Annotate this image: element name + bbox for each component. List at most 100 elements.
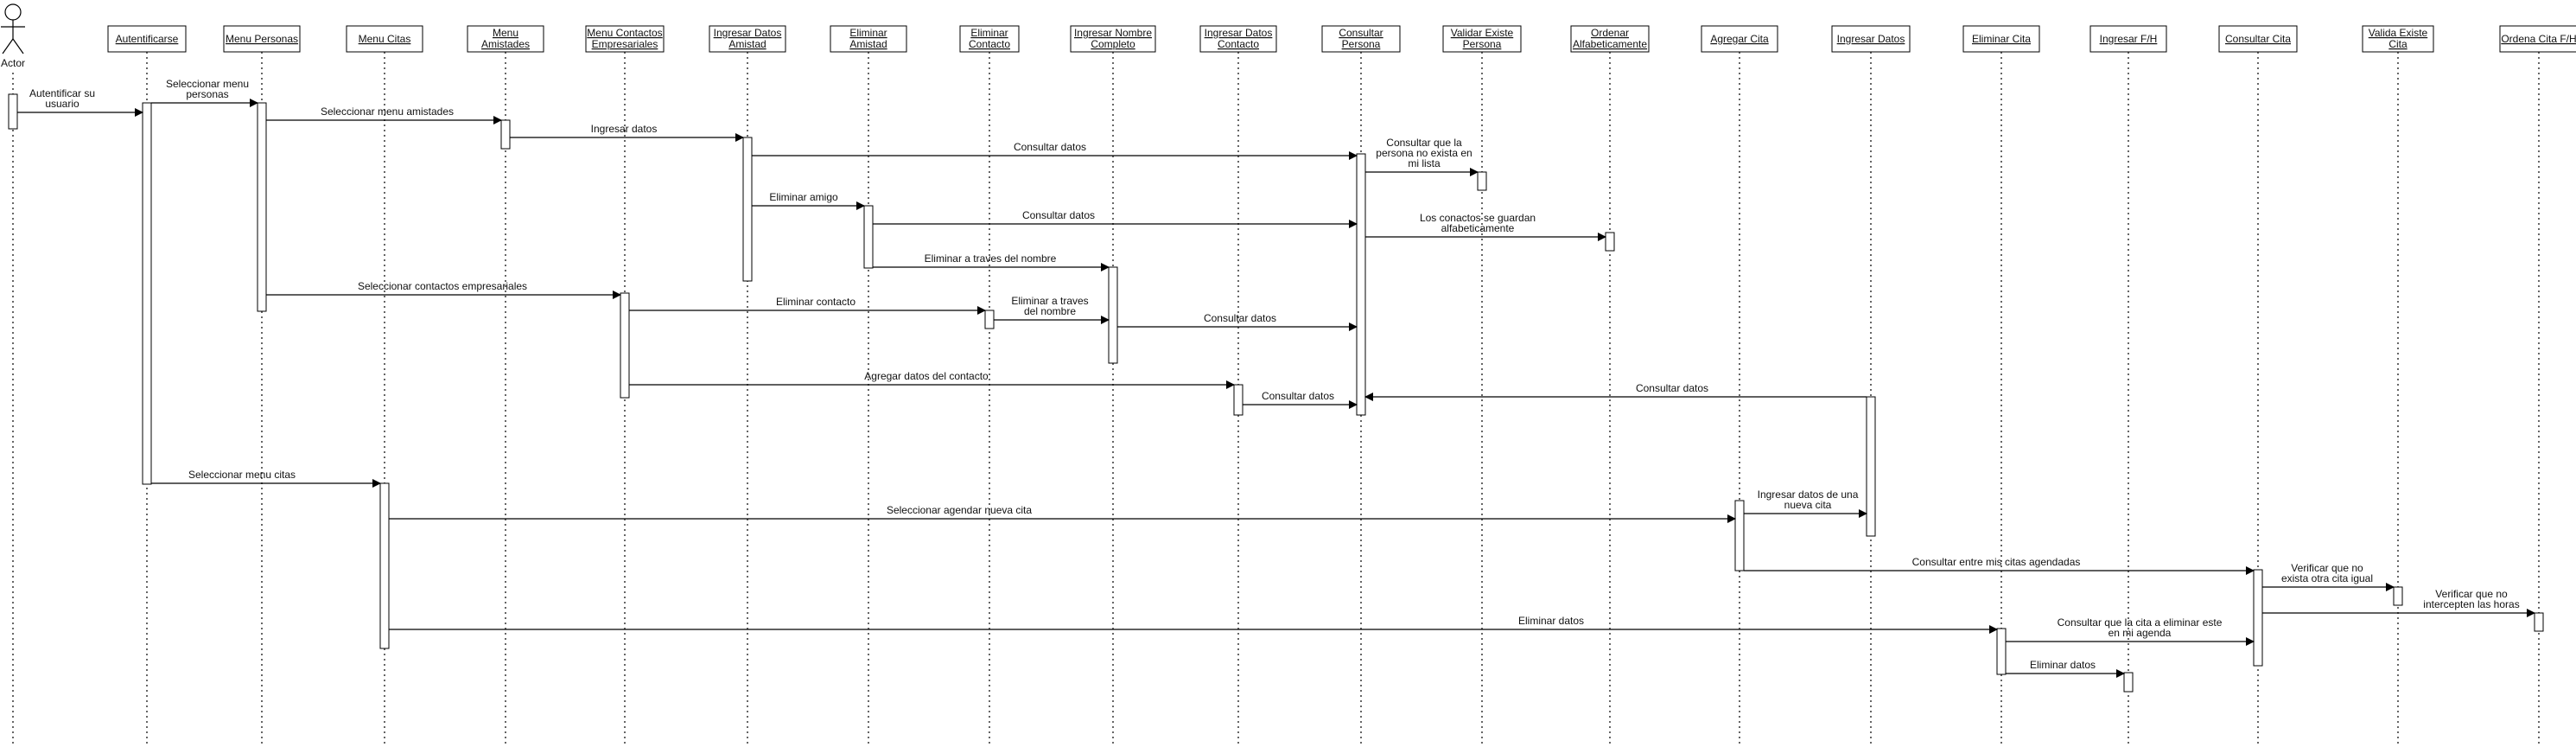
activation-bar xyxy=(984,310,995,329)
message-label: Verificar que no xyxy=(2435,588,2508,600)
message-label: Seleccionar agendar nueva cita xyxy=(887,504,1032,516)
activation-bar xyxy=(1866,396,1876,537)
participant-box xyxy=(2089,25,2167,53)
participant-box xyxy=(346,25,423,53)
participant-box xyxy=(1070,25,1156,53)
message-8: Consultar datos xyxy=(873,209,1358,228)
message-26: Eliminar datos xyxy=(2006,659,2125,678)
message-label: Autentificar su xyxy=(29,87,95,99)
message-label: Verificar que no xyxy=(2291,562,2363,574)
participant-label: Menu xyxy=(493,27,518,39)
participant-autenticarse: Autentificarse xyxy=(107,25,187,53)
participant-box xyxy=(107,25,187,53)
message-label: Ingresar datos de una xyxy=(1758,488,1859,501)
activation-bar xyxy=(379,482,390,649)
participant-menu-citas: Menu Citas xyxy=(346,25,423,53)
participant-label: Alfabeticamente xyxy=(1573,38,1647,50)
participant-label: Menu Citas xyxy=(359,33,411,45)
participant-label: Menu Personas xyxy=(226,33,298,45)
message-4: Ingresar datos xyxy=(510,123,744,142)
participant-box xyxy=(2218,25,2298,53)
participant-ingresar-fh: Ingresar F/H xyxy=(2089,25,2167,53)
message-label: Seleccionar menu amistades xyxy=(321,105,454,118)
participant-label: Valida Existe xyxy=(2369,27,2428,39)
message-21: Consultar entre mis citas agendadas xyxy=(1744,556,2255,575)
message-label: usuario xyxy=(45,98,80,110)
activation-bar xyxy=(1477,171,1487,191)
participant-label: Completo xyxy=(1091,38,1135,50)
message-11: Seleccionar contactos empresariales xyxy=(266,280,621,299)
message-label: Consultar datos xyxy=(1262,390,1334,402)
participant-eliminar-cita: Eliminar Cita xyxy=(1962,25,2040,53)
activation-bar xyxy=(2534,612,2544,632)
activation-bar xyxy=(2123,672,2134,693)
participant-ordena-cita-fh: Ordena Cita F/H xyxy=(2499,25,2576,53)
participant-box xyxy=(2362,25,2434,53)
actor: Actor xyxy=(1,3,25,69)
message-label: Consultar datos xyxy=(1636,382,1708,394)
participant-label: Validar Existe xyxy=(1451,27,1514,39)
participant-box xyxy=(1442,25,1522,53)
participant-label: Eliminar Cita xyxy=(1972,33,2031,45)
activation-bar xyxy=(8,93,18,130)
message-16: Consultar datos xyxy=(1243,390,1358,409)
activation-bar xyxy=(1108,266,1118,364)
message-label: Consultar que la cita a eliminar este xyxy=(2058,616,2223,629)
participant-box xyxy=(467,25,544,53)
participant-box xyxy=(1962,25,2040,53)
message-label: mi lista xyxy=(1408,157,1441,169)
message-14: Consultar datos xyxy=(1117,312,1358,331)
participant-box xyxy=(1199,25,1277,53)
participant-label: Menu Contactos xyxy=(587,27,662,39)
activation-bar xyxy=(142,102,152,485)
participant-label: Consultar xyxy=(1339,27,1383,39)
participant-box xyxy=(1321,25,1401,53)
participant-box xyxy=(2499,25,2576,53)
message-label: Eliminar a traves del nombre xyxy=(925,252,1057,265)
message-label: Consultar datos xyxy=(1204,312,1276,324)
activation-bar xyxy=(620,292,630,399)
message-12: Eliminar contacto xyxy=(629,296,986,315)
message-label: Eliminar datos xyxy=(2030,659,2096,671)
message-label: personas xyxy=(186,88,228,100)
message-label: Seleccionar menu citas xyxy=(188,469,296,481)
participant-label: Amistad xyxy=(849,38,887,50)
participant-label: Ingresar F/H xyxy=(2100,33,2158,45)
message-label: Seleccionar menu xyxy=(166,78,249,90)
participant-consultar-cita: Consultar Cita xyxy=(2218,25,2298,53)
message-label: en mi agenda xyxy=(2109,627,2172,639)
participant-label: Eliminar xyxy=(970,27,1008,39)
activation-bar xyxy=(742,137,753,282)
activation-bar xyxy=(863,205,874,269)
participant-label: Ingresar Datos xyxy=(1205,27,1273,39)
participant-box xyxy=(959,25,1020,53)
participant-box xyxy=(1701,25,1778,53)
participant-label: Consultar Cita xyxy=(2225,33,2291,45)
message-label: Seleccionar contactos empresariales xyxy=(358,280,527,292)
message-3: Seleccionar menu amistades xyxy=(266,105,502,124)
message-label: Ingresar datos xyxy=(591,123,658,135)
participant-label: Ingresar Nombre xyxy=(1074,27,1152,39)
participant-label: Ordenar xyxy=(1591,27,1629,39)
participant-label: Agregar Cita xyxy=(1710,33,1769,45)
message-19: Seleccionar agendar nueva cita xyxy=(389,504,1736,523)
participant-label: Contacto xyxy=(1218,38,1259,50)
message-7: Eliminar amigo xyxy=(752,191,865,210)
activation-bar xyxy=(1356,153,1366,416)
